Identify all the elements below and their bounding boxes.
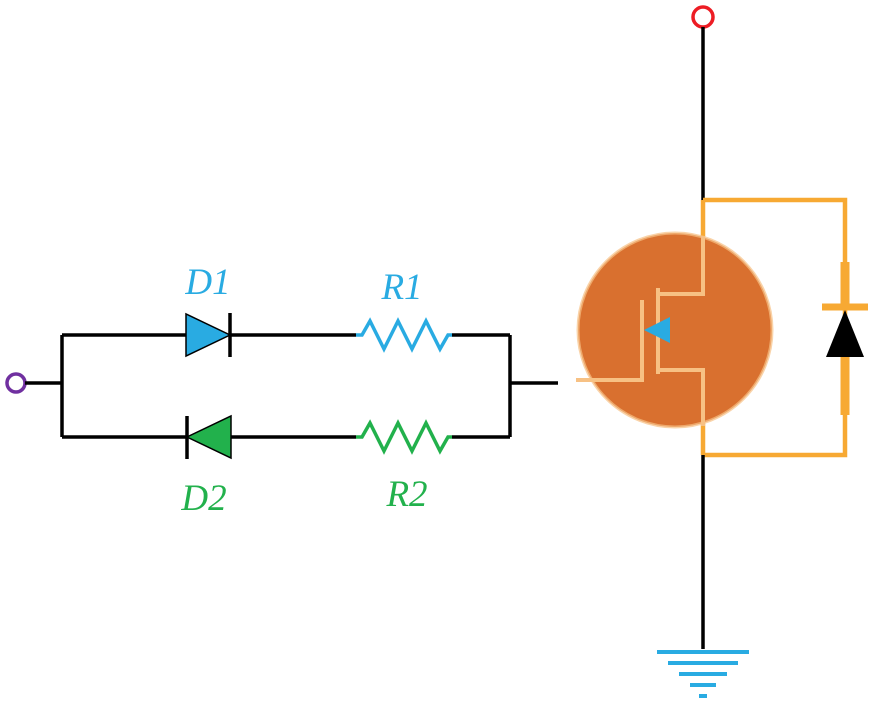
- mosfet-arrow-icon: [644, 317, 670, 343]
- mosfet-body: [576, 231, 774, 429]
- resistor-r2: [356, 419, 452, 455]
- label-r2: R2: [385, 474, 427, 515]
- body-diode: [822, 262, 868, 415]
- diode-d2: [185, 414, 232, 460]
- label-d1: D1: [184, 262, 230, 303]
- mosfet-drain-stub: [656, 236, 705, 296]
- input-terminal: [5, 372, 27, 394]
- branch-top: D1 R1: [62, 262, 510, 358]
- diode-d1: [185, 312, 232, 358]
- body-diode-triangle: [826, 310, 864, 357]
- ground-icon: [657, 650, 749, 698]
- mosfet: [576, 231, 774, 429]
- supply-terminal: [691, 5, 715, 29]
- branch-bottom: D2 R2: [62, 414, 510, 519]
- label-d2: D2: [180, 478, 226, 519]
- mosfet-source-stub: [656, 368, 705, 426]
- input-section: D1 R1 D2 R2: [5, 262, 558, 519]
- label-r1: R1: [380, 267, 422, 308]
- power-stage-section: [576, 5, 868, 698]
- resistor-r1: [356, 317, 452, 353]
